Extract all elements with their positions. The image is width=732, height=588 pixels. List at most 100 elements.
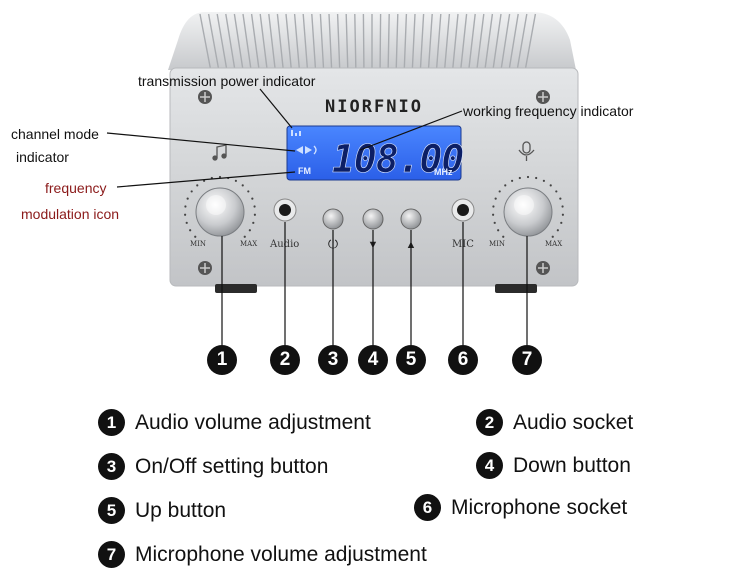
marker-6: 6 — [448, 345, 478, 375]
brand-logo: NIORFNIO — [325, 97, 423, 117]
knob-scale-dot — [555, 190, 558, 193]
knob-scale-dot — [518, 176, 521, 180]
heatsink-fin — [268, 13, 276, 69]
lcd-display — [286, 125, 462, 181]
heatsink-fin — [452, 13, 459, 69]
knob-scale-dot — [494, 197, 497, 200]
legend-label: Up button — [135, 498, 227, 522]
heatsink-fin — [516, 13, 528, 69]
heatsink-fin — [444, 13, 451, 69]
knob-scale-dot — [492, 205, 495, 208]
heatsink-fin — [403, 13, 408, 69]
knob-scale-dot — [218, 175, 222, 179]
legend-item: 4 Down button — [476, 452, 631, 479]
knob-scale-dot — [184, 213, 187, 216]
legend-label: Microphone socket — [451, 495, 628, 519]
marker-7: 7 — [512, 345, 542, 375]
heatsink-fin — [476, 13, 485, 69]
knob-scale-dot — [526, 175, 530, 179]
heatsink-fin — [285, 13, 292, 69]
marker-5: 5 — [396, 345, 426, 375]
device-foot-left — [215, 284, 257, 293]
callout-freq-mod-line1: frequency — [45, 180, 107, 196]
legend-label: Audio volume adjustment — [135, 410, 371, 434]
marker-3: 3 — [318, 345, 348, 375]
heatsink-fin — [259, 13, 268, 69]
heatsink-fin — [328, 13, 333, 69]
heatsink-fin — [427, 13, 433, 69]
heatsink-fin — [362, 13, 365, 69]
knob-min-label: MIN — [190, 240, 206, 248]
legend-item: 3 On/Off setting button — [98, 453, 328, 480]
knob-scale-dot — [497, 229, 500, 232]
knob-scale-dot — [559, 197, 562, 200]
knob-scale-dot — [185, 221, 188, 224]
music-note-icon — [212, 144, 227, 161]
knob-scale-dot — [247, 190, 250, 193]
audio-socket[interactable] — [273, 198, 297, 222]
screw-icon — [536, 90, 550, 104]
heatsink-fin — [233, 13, 244, 69]
lcd-frequency: 108.00 — [332, 137, 463, 181]
knob-scale-dot — [186, 197, 189, 200]
knob-scale-dot — [251, 197, 254, 200]
legend-badge: 4 — [476, 452, 503, 479]
heatsink-fin — [460, 13, 468, 69]
microphone-socket[interactable] — [451, 198, 475, 222]
knob-scale-dot — [189, 229, 192, 232]
knob-scale-dot — [504, 184, 507, 187]
legend-label: On/Off setting button — [135, 454, 329, 478]
up-button[interactable] — [400, 208, 422, 230]
leader-lines — [106, 88, 528, 345]
heatsink-fin — [524, 13, 537, 69]
heatsink-fin — [293, 13, 300, 69]
heatsink-fin — [387, 13, 390, 69]
knob-scale-dot — [493, 221, 496, 224]
heatsink-fin — [492, 13, 502, 69]
knob-scale-dot — [248, 229, 251, 232]
microphone-icon — [518, 141, 535, 161]
marker-1: 1 — [207, 345, 237, 375]
power-button[interactable] — [322, 208, 344, 230]
legend-badge: 7 — [98, 541, 125, 568]
knob-scale-dot — [549, 184, 552, 187]
knob-scale-dot — [561, 213, 564, 216]
callout-transmission-power: transmission power indicator — [138, 73, 316, 89]
marker-2: 2 — [270, 345, 300, 375]
knob-scale-dot — [243, 235, 246, 238]
legend-item: 5 Up button — [98, 497, 226, 524]
knob-max-label: MAX — [240, 240, 257, 248]
knob-max-label: MAX — [545, 240, 562, 248]
device-foot-right — [495, 284, 537, 293]
knob-scale-dot — [194, 235, 197, 238]
heatsink-fin — [345, 13, 349, 69]
knob-scale-dot — [551, 235, 554, 238]
heatsink-fin — [225, 13, 236, 69]
legend-badge: 1 — [98, 409, 125, 436]
knob-scale-dot — [511, 179, 514, 182]
heatsink-fin — [379, 13, 382, 69]
transmission-power-icon — [291, 130, 301, 136]
audio-socket-label: Audio — [269, 239, 299, 250]
knob-scale-dot — [561, 205, 564, 208]
callout-working-frequency: working frequency indicator — [463, 103, 634, 119]
microphone-volume-knob[interactable] — [492, 175, 564, 238]
knob-scale-dot — [234, 179, 237, 182]
device-illustration: NIORFNIO FM 108.00 MHz MIN MAX Audio ⏻ ▼… — [106, 12, 579, 345]
heatsink-fin — [302, 13, 309, 69]
heatsink-fin — [354, 13, 357, 69]
legend-label: Microphone volume adjustment — [135, 542, 427, 566]
down-button[interactable] — [362, 208, 384, 230]
legend-label: Down button — [513, 453, 631, 477]
knob-scale-dot — [492, 213, 495, 216]
knob-scale-dot — [252, 221, 255, 224]
knob-scale-dot — [502, 235, 505, 238]
heatsink-fin — [319, 13, 325, 69]
heatsink-fin — [207, 13, 220, 69]
channel-mode-icon — [296, 145, 317, 155]
heatsink-fin — [242, 13, 252, 69]
callout-channel-mode-line1: channel mode — [11, 126, 99, 142]
heatsink-fin — [419, 13, 425, 69]
knob-min-label: MIN — [489, 240, 505, 248]
heatsink-fin — [250, 13, 260, 69]
